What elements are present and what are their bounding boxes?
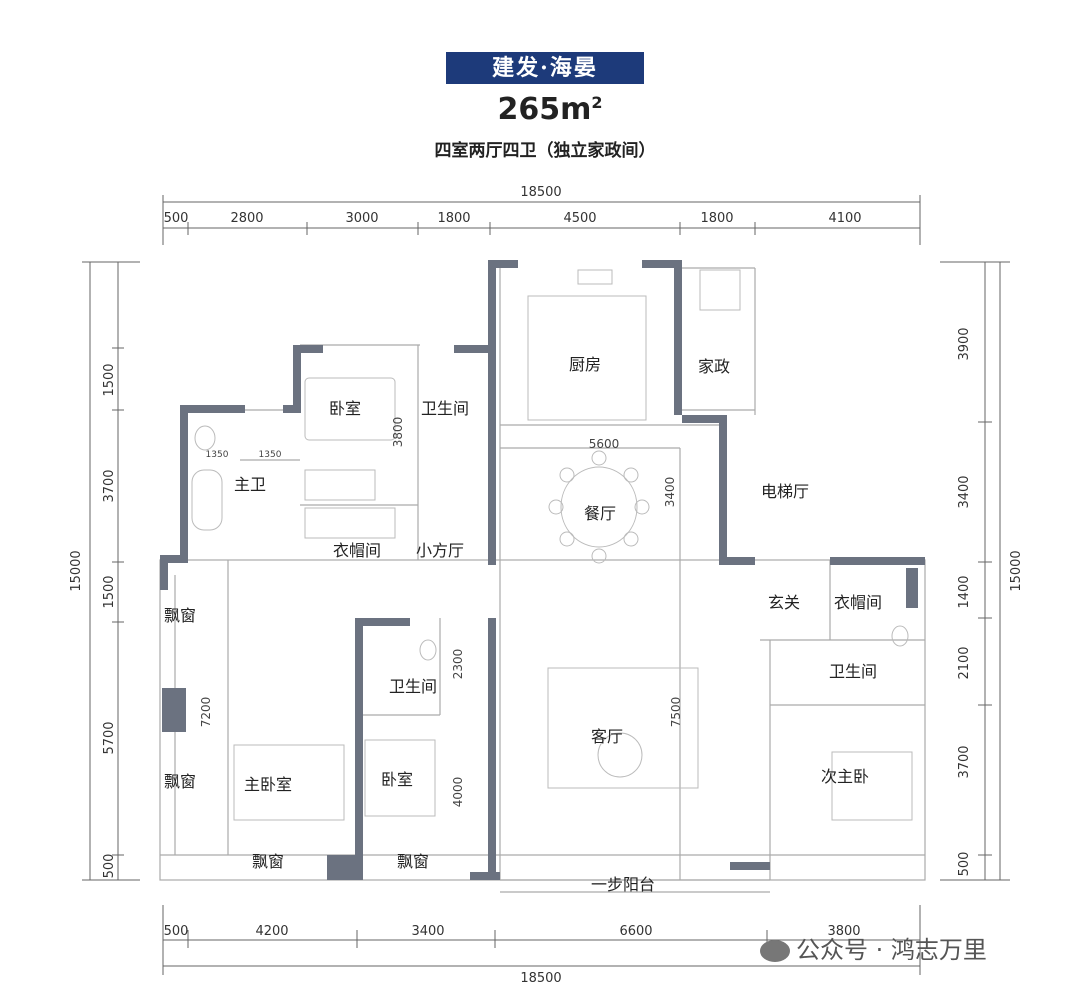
room-housekeeping: 家政: [698, 357, 730, 376]
top-dim-3: 3000: [345, 211, 378, 226]
room-cloakroom-right: 衣帽间: [834, 593, 882, 612]
room-bath-right: 卫生间: [829, 662, 877, 681]
room-balcony: 一步阳台: [591, 875, 655, 894]
left-dimension-lines: [82, 261, 140, 881]
area-unit: 2: [591, 93, 603, 112]
thin-partitions: [159, 262, 926, 893]
watermark-text: 公众号 · 鸿志万里: [796, 936, 987, 964]
inner-dim-3400: 3400: [663, 477, 677, 508]
room-bay-window-4: 飘窗: [397, 852, 429, 871]
room-bath-mid: 卫生间: [389, 677, 437, 696]
right-dim-2: 3400: [957, 475, 972, 508]
inner-dim-5600: 5600: [589, 437, 620, 451]
top-dim-6: 1800: [700, 211, 733, 226]
room-bay-window-3: 飘窗: [252, 852, 284, 871]
inner-dim-1350-a: 1350: [206, 450, 229, 460]
bottom-total-dim: 18500: [520, 971, 561, 986]
room-living: 客厅: [591, 727, 623, 746]
inner-dim-4000: 4000: [451, 777, 465, 808]
watermark: 公众号 · 鸿志万里: [760, 930, 987, 965]
bottom-dim-4: 6600: [619, 924, 652, 939]
room-bay-window-2: 飘窗: [164, 772, 196, 791]
inner-dim-2300: 2300: [451, 649, 465, 680]
structural-walls: [160, 260, 925, 880]
right-dim-1: 3900: [957, 327, 972, 360]
right-total-dim: 15000: [1009, 550, 1024, 591]
top-total-dim: 18500: [520, 185, 561, 200]
room-kitchen: 厨房: [569, 355, 601, 374]
room-second-master: 次主卧: [821, 767, 869, 786]
room-master-bedroom: 主卧室: [244, 775, 292, 794]
wechat-icon: [760, 940, 790, 962]
furniture-hints: [191, 269, 913, 821]
top-dim-7: 4100: [828, 211, 861, 226]
layout-description: 四室两厅四卫（独立家政间）: [434, 141, 656, 161]
right-dim-6: 500: [957, 852, 972, 877]
area-value: 265m: [497, 92, 592, 127]
left-dim-3: 1500: [102, 575, 117, 608]
room-cloakroom-left: 衣帽间: [333, 541, 381, 560]
inner-dim-7500: 7500: [669, 697, 683, 728]
left-dim-4: 5700: [102, 721, 117, 754]
room-bath-top: 卫生间: [421, 399, 469, 418]
bottom-dim-3: 3400: [411, 924, 444, 939]
left-dim-2: 3700: [102, 469, 117, 502]
room-bedroom-top: 卧室: [329, 399, 361, 418]
inner-dim-3800: 3800: [391, 417, 405, 448]
inner-dim-7200: 7200: [199, 697, 213, 728]
right-dim-4: 2100: [957, 646, 972, 679]
top-dim-1: 500: [164, 211, 189, 226]
right-dim-3: 1400: [957, 575, 972, 608]
bottom-dim-2: 4200: [255, 924, 288, 939]
left-dim-1: 1500: [102, 363, 117, 396]
bottom-dim-5: 3800: [827, 924, 860, 939]
top-dim-5: 4500: [563, 211, 596, 226]
bottom-dim-1: 500: [164, 924, 189, 939]
top-dim-4: 1800: [437, 211, 470, 226]
room-small-hall: 小方厅: [416, 541, 464, 560]
right-dimension-lines: [940, 261, 1010, 881]
left-total-dim: 15000: [69, 550, 84, 591]
top-dim-2: 2800: [230, 211, 263, 226]
room-master-bath: 主卫: [234, 475, 266, 494]
room-bay-window-1: 飘窗: [164, 606, 196, 625]
room-dining: 餐厅: [584, 504, 616, 523]
brand-banner: 建发·海晏: [446, 52, 644, 84]
room-elevator-hall: 电梯厅: [761, 482, 809, 501]
area-label: 265m2: [480, 92, 620, 127]
left-dim-5: 500: [102, 854, 117, 879]
right-dim-5: 3700: [957, 745, 972, 778]
top-dimension-lines: [162, 195, 921, 245]
room-foyer: 玄关: [768, 593, 800, 612]
room-bedroom-mid: 卧室: [381, 770, 413, 789]
inner-dim-1350-b: 1350: [259, 450, 282, 460]
